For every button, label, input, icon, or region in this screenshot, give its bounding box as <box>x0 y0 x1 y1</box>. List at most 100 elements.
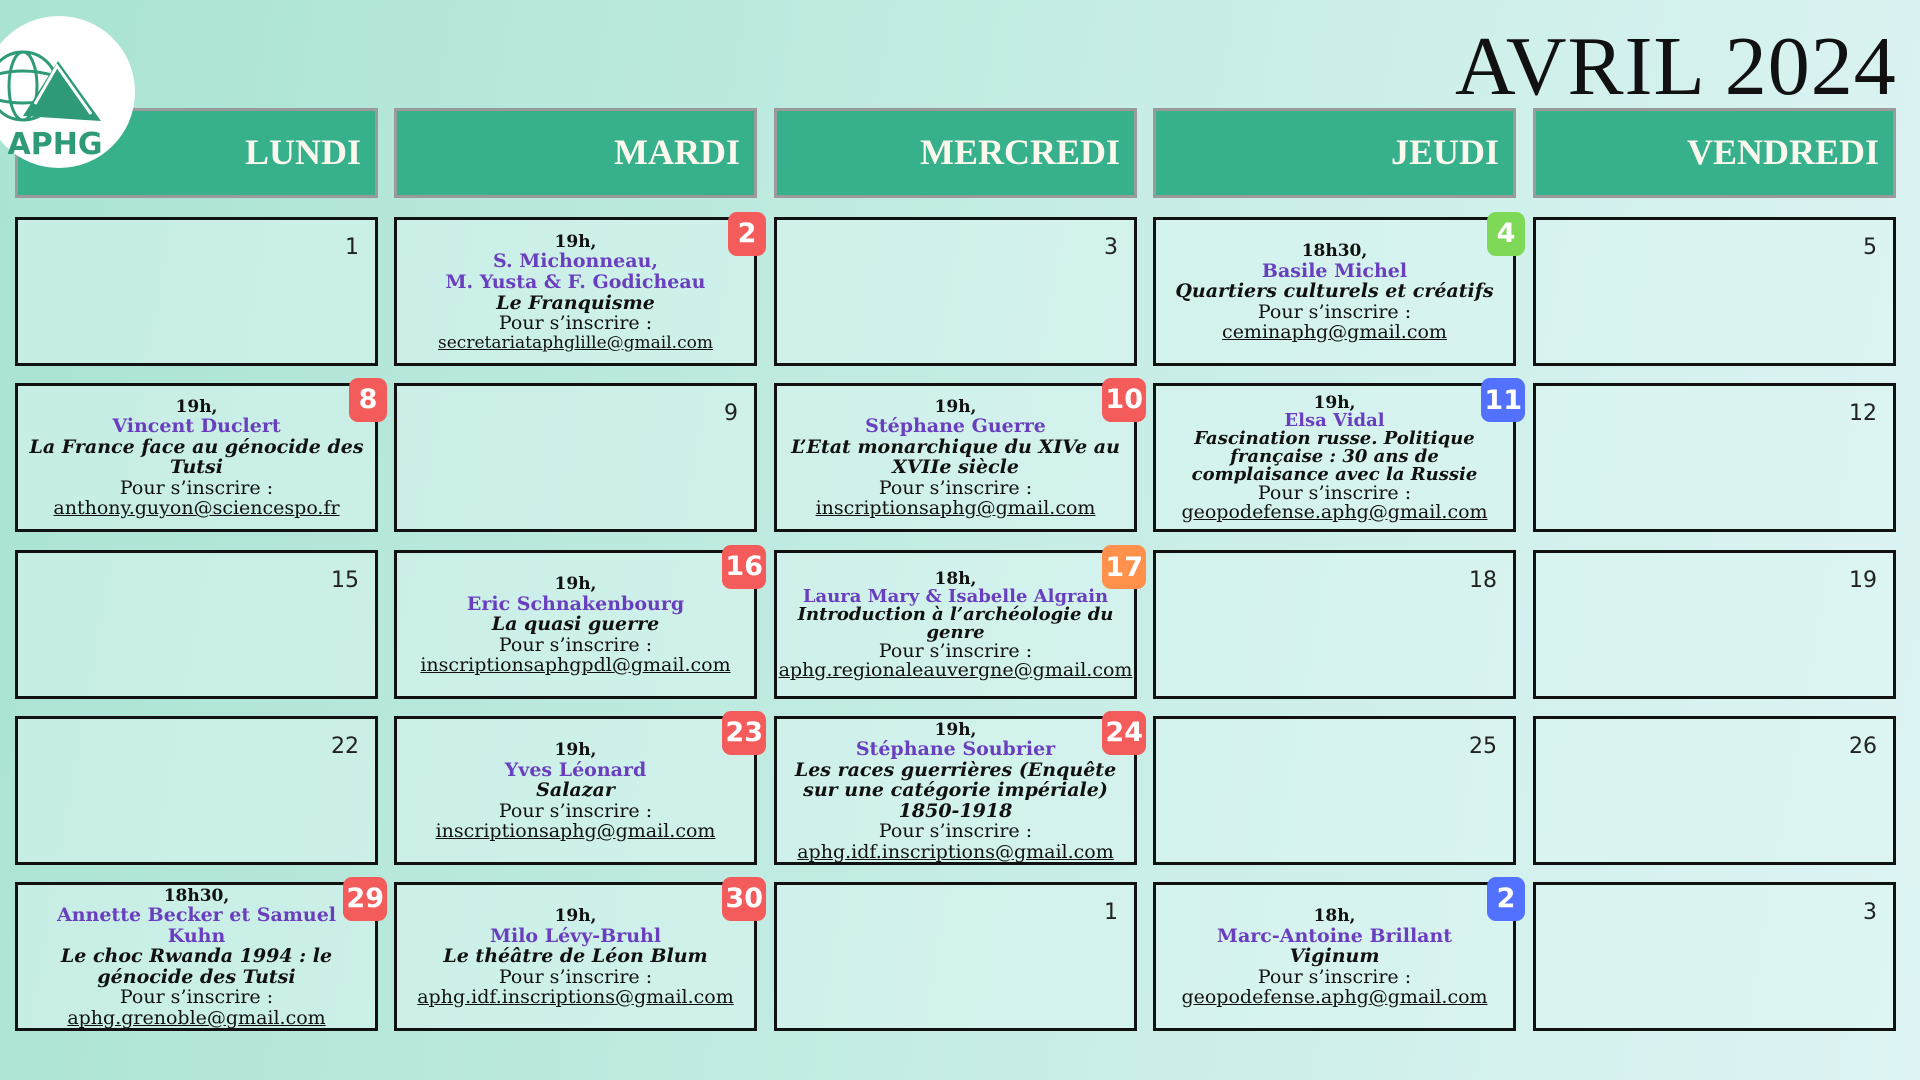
day-header-vendredi: VENDREDI <box>1533 108 1896 198</box>
event-speaker: Stéphane Soubrier <box>855 738 1056 761</box>
event-time: 19h, <box>554 232 597 253</box>
event-speaker: Basile Michel <box>1261 259 1408 282</box>
register-label: Pour s’inscrire : <box>878 476 1033 499</box>
month-title: AVRIL 2024 <box>1455 20 1897 113</box>
event-topic: Le théâtre de Léon Blum <box>443 945 708 968</box>
empty-day-cell: 1 <box>15 217 378 366</box>
day-number: 1 <box>1104 900 1118 925</box>
day-number-badge: 24 <box>1102 711 1146 755</box>
register-email-link[interactable]: inscriptionsaphg@gmail.com <box>815 497 1096 520</box>
event-speaker: Vincent Duclert <box>112 415 281 438</box>
event-time: 18h30, <box>163 885 230 906</box>
register-email-link[interactable]: secretariataphglille@gmail.com <box>438 332 713 353</box>
event-time: 19h, <box>554 574 597 595</box>
event-time: 18h30, <box>1301 241 1368 262</box>
event-topic: Les races guerrières (Enquête sur une ca… <box>794 758 1117 822</box>
register-label: Pour s’inscrire : <box>498 799 653 822</box>
register-email-link[interactable]: geopodefense.aphg@gmail.com <box>1181 986 1488 1009</box>
empty-day-cell: 26 <box>1533 716 1896 865</box>
day-number-badge: 11 <box>1481 378 1525 422</box>
event-time: 18h, <box>1313 906 1356 927</box>
day-number: 5 <box>1863 235 1877 260</box>
empty-day-cell: 1 <box>774 882 1137 1031</box>
empty-day-cell: 9 <box>394 383 757 532</box>
event-topic: Le Franquisme <box>496 291 655 314</box>
event-time: 19h, <box>554 906 597 927</box>
event-speaker: Laura Mary & Isabelle Algrain <box>802 586 1109 607</box>
register-email-link[interactable]: anthony.guyon@sciencespo.fr <box>53 497 340 520</box>
day-number-badge: 8 <box>349 378 387 422</box>
register-email-link[interactable]: aphg.idf.inscriptions@gmail.com <box>417 986 734 1009</box>
event-speaker: Eric Schnakenbourg <box>466 592 685 615</box>
event-topic: Fascination russe. Politique française :… <box>1191 428 1478 485</box>
empty-day-cell: 3 <box>774 217 1137 366</box>
event-topic: L’Etat monarchique du XIVe au XVIIe sièc… <box>791 435 1120 479</box>
register-email-link[interactable]: aphg.grenoble@gmail.com <box>67 1006 326 1029</box>
day-number: 9 <box>724 401 738 426</box>
day-number: 15 <box>331 568 359 593</box>
day-number: 19 <box>1849 568 1877 593</box>
day-header-jeudi: JEUDI <box>1153 108 1516 198</box>
register-email-link[interactable]: aphg.idf.inscriptions@gmail.com <box>797 840 1114 863</box>
event-topic: Viginum <box>1289 945 1380 968</box>
event-topic: Introduction à l’archéologie du genre <box>797 604 1114 643</box>
day-number: 3 <box>1863 900 1877 925</box>
register-email-link[interactable]: ceminaphg@gmail.com <box>1222 321 1447 344</box>
register-email-link[interactable]: inscriptionsaphgpdl@gmail.com <box>420 654 731 677</box>
day-number-badge: 23 <box>722 711 766 755</box>
event-time: 19h, <box>1313 393 1356 413</box>
day-number-badge: 10 <box>1102 378 1146 422</box>
register-label: Pour s’inscrire : <box>878 820 1033 843</box>
empty-day-cell: 5 <box>1533 217 1896 366</box>
day-number: 25 <box>1469 734 1497 759</box>
register-label: Pour s’inscrire : <box>119 476 274 499</box>
register-label: Pour s’inscrire : <box>119 986 274 1009</box>
day-number: 18 <box>1469 568 1497 593</box>
event-time: 18h, <box>934 569 977 589</box>
day-number-badge: 16 <box>722 545 766 589</box>
event-speaker: S. Michonneau, M. Yusta & F. Godicheau <box>445 250 706 293</box>
event-speaker: Marc-Antoine Brillant <box>1216 924 1453 947</box>
day-number-badge: 2 <box>728 212 766 256</box>
event-speaker: Yves Léonard <box>504 758 647 781</box>
empty-day-cell: 25 <box>1153 716 1516 865</box>
day-number-badge: 17 <box>1102 545 1146 589</box>
day-number-badge: 2 <box>1487 877 1525 921</box>
svg-text:APHG: APHG <box>8 127 103 162</box>
register-label: Pour s’inscrire : <box>498 633 653 656</box>
event-time: 19h, <box>554 740 597 761</box>
day-header-mardi: MARDI <box>394 108 757 198</box>
event-time: 19h, <box>934 397 977 418</box>
day-number: 3 <box>1104 235 1118 260</box>
register-label: Pour s’inscrire : <box>1257 965 1412 988</box>
empty-day-cell: 22 <box>15 716 378 865</box>
event-topic: La France face au génocide des Tutsi <box>29 435 364 479</box>
day-number-badge: 30 <box>722 877 766 921</box>
event-topic: La quasi guerre <box>491 613 660 636</box>
register-email-link[interactable]: aphg.regionaleauvergne@gmail.com <box>778 659 1133 681</box>
empty-day-cell: 19 <box>1533 550 1896 699</box>
register-label: Pour s’inscrire : <box>498 312 653 335</box>
register-email-link[interactable]: geopodefense.aphg@gmail.com <box>1181 501 1488 523</box>
event-time: 19h, <box>934 719 977 740</box>
day-number-badge: 29 <box>343 877 387 921</box>
register-email-link[interactable]: inscriptionsaphg@gmail.com <box>435 820 716 843</box>
event-speaker: Stéphane Guerre <box>865 415 1046 438</box>
empty-day-cell: 15 <box>15 550 378 699</box>
day-number: 26 <box>1849 734 1877 759</box>
register-label: Pour s’inscrire : <box>1257 482 1412 504</box>
register-label: Pour s’inscrire : <box>1257 300 1412 323</box>
day-number-badge: 4 <box>1487 212 1525 256</box>
event-speaker: Milo Lévy-Bruhl <box>489 924 662 947</box>
event-topic: Salazar <box>536 779 615 802</box>
